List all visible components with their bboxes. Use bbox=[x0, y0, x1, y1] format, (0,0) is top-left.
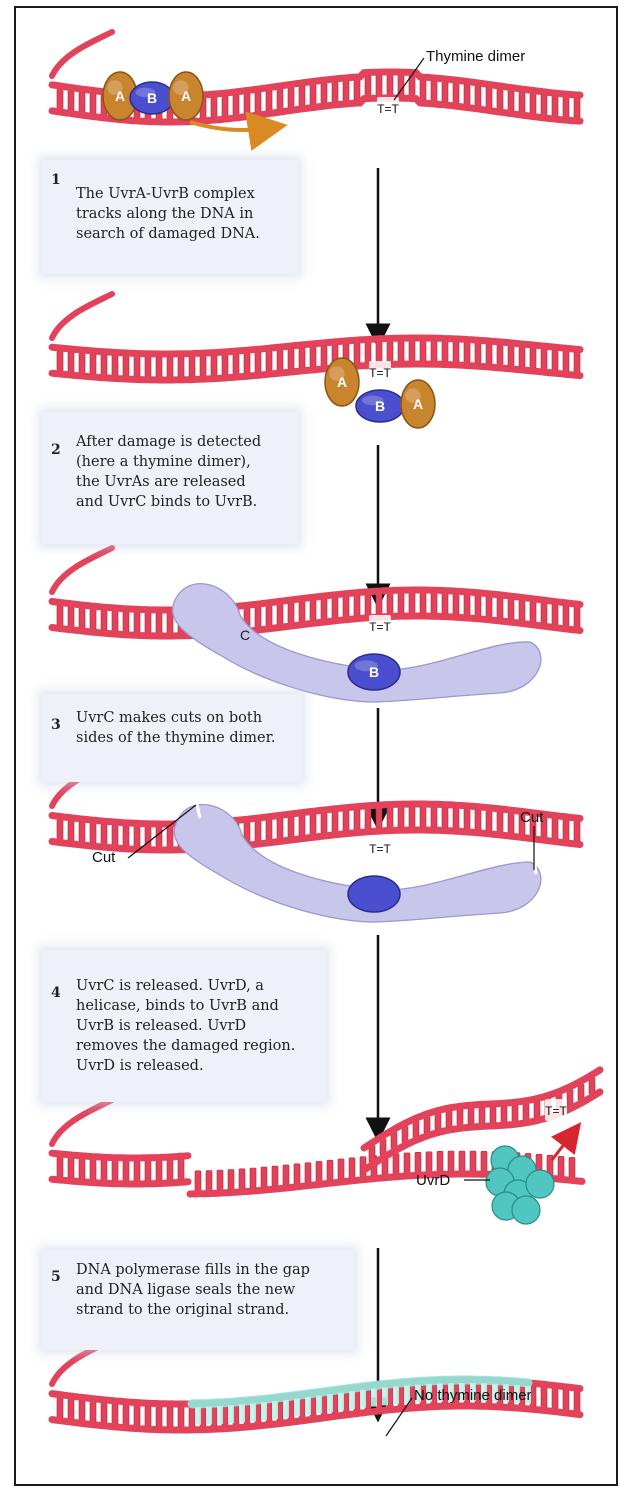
step-5-box: 5 DNA polymerase fills in the gap and DN… bbox=[42, 1250, 354, 1350]
step-1-number: 1 bbox=[51, 172, 61, 188]
step-4-number: 4 bbox=[51, 985, 61, 1001]
new-strand-rung bbox=[272, 1401, 278, 1419]
new-strand-rung bbox=[206, 1406, 212, 1424]
protein-c-label: C bbox=[240, 627, 250, 643]
step-4-box: 4 UvrC is released. UvrD, a helicase, bi… bbox=[42, 950, 326, 1102]
new-strand-rung bbox=[250, 1403, 256, 1421]
svg-text:B: B bbox=[375, 398, 385, 414]
step-2-number: 2 bbox=[51, 442, 61, 458]
dna-helix-3 bbox=[52, 590, 580, 636]
new-strand-rung bbox=[338, 1393, 344, 1411]
svg-text:B: B bbox=[147, 90, 157, 106]
step-5-text: DNA polymerase fills in the gap and DNA … bbox=[68, 1260, 344, 1320]
dna-3-tail bbox=[52, 548, 112, 592]
step-5-number: 5 bbox=[51, 1269, 61, 1285]
uvra-right-2: A bbox=[401, 380, 435, 428]
thymine-dimer-4: T=T bbox=[369, 837, 392, 859]
step-1-text: The UvrA-UvrB complex tracks along the D… bbox=[68, 170, 288, 244]
new-strand-rung bbox=[404, 1385, 410, 1403]
svg-text:T=T: T=T bbox=[369, 842, 391, 856]
uvrd-helicase bbox=[486, 1146, 554, 1224]
step-1-box: 1 The UvrA-UvrB complex tracks along the… bbox=[42, 160, 298, 274]
thymine-dimer-5: T=T bbox=[545, 1099, 568, 1121]
cut-left-label: Cut bbox=[92, 849, 116, 866]
svg-text:T=T: T=T bbox=[369, 620, 391, 634]
dna-helix-5-left bbox=[52, 1153, 188, 1184]
new-strand-rung bbox=[393, 1386, 399, 1404]
new-strand-rung bbox=[360, 1390, 366, 1408]
thymine-dimer-3: T=T bbox=[369, 615, 392, 637]
cut-right-label: Cut bbox=[520, 809, 544, 826]
new-strand-rung bbox=[261, 1402, 267, 1420]
uvrb-4 bbox=[348, 876, 400, 912]
step-4-text: UvrC is released. UvrD, a helicase, bind… bbox=[68, 960, 316, 1076]
dna-5-tail bbox=[52, 1100, 112, 1144]
dna-helix-4 bbox=[52, 804, 580, 850]
thymine-dimer-2: T=T bbox=[369, 361, 392, 383]
svg-text:T=T: T=T bbox=[377, 102, 399, 116]
thymine-dimer-1: T=T bbox=[377, 97, 400, 119]
dna-1-tail bbox=[52, 32, 112, 76]
new-strand-rung bbox=[283, 1400, 289, 1418]
new-strand-rung bbox=[239, 1404, 245, 1422]
uvrb-1: B bbox=[130, 82, 174, 114]
step-2-text: After damage is detected (here a thymine… bbox=[68, 422, 288, 512]
thymine-dimer-label: Thymine dimer bbox=[426, 48, 525, 65]
new-strand-rung bbox=[195, 1407, 201, 1425]
step-3-number: 3 bbox=[51, 717, 61, 733]
new-strand-rung bbox=[349, 1391, 355, 1409]
uvra-left-2: A bbox=[325, 358, 359, 406]
uvrd-label: UvrD bbox=[416, 1172, 450, 1189]
no-thymine-dimer-label: No thymine dimer bbox=[414, 1387, 532, 1404]
new-strand-rung bbox=[382, 1387, 388, 1405]
new-strand-rung bbox=[327, 1394, 333, 1412]
svg-text:A: A bbox=[337, 374, 347, 390]
new-strand-rung bbox=[316, 1395, 322, 1413]
step-3-text: UvrC makes cuts on both sides of the thy… bbox=[68, 704, 292, 748]
step-3-box: 3 UvrC makes cuts on both sides of the t… bbox=[42, 694, 302, 782]
step-2-box: 2 After damage is detected (here a thymi… bbox=[42, 412, 298, 544]
svg-text:T=T: T=T bbox=[369, 366, 391, 380]
new-strand-rung bbox=[294, 1398, 300, 1416]
uvra-right: A bbox=[169, 72, 203, 120]
new-strand-rung bbox=[305, 1397, 311, 1415]
new-strand-rung bbox=[371, 1389, 377, 1407]
uvrb-2: B bbox=[356, 390, 404, 422]
svg-text:T=T: T=T bbox=[545, 1104, 567, 1118]
dna-2-tail bbox=[52, 294, 112, 338]
svg-text:A: A bbox=[115, 88, 125, 104]
new-strand-rung bbox=[217, 1406, 223, 1424]
dna-helix-2 bbox=[52, 338, 580, 380]
svg-text:A: A bbox=[181, 88, 191, 104]
svg-text:A: A bbox=[413, 396, 423, 412]
new-strand-rung bbox=[228, 1405, 234, 1423]
svg-text:B: B bbox=[369, 664, 379, 680]
uvrb-3: B bbox=[348, 654, 400, 690]
tracking-arrow bbox=[190, 122, 268, 130]
